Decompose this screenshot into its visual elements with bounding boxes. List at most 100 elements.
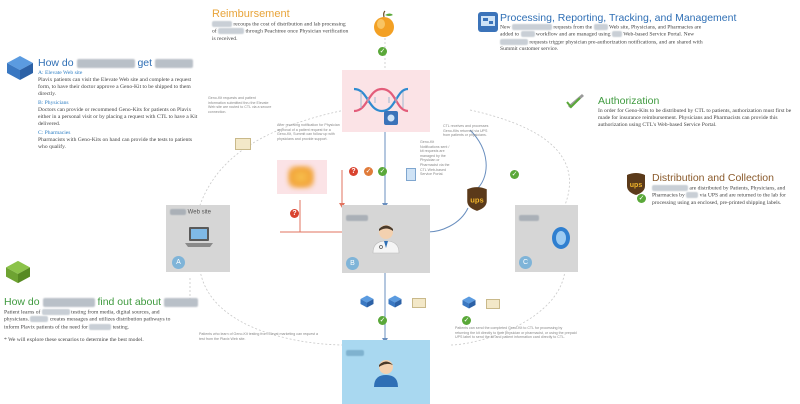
find-out-text-d: testing. bbox=[112, 323, 130, 330]
info-card-icon bbox=[412, 298, 426, 308]
authorization-text: In order for Geno-Kits to be distributed… bbox=[598, 108, 792, 128]
processing-text: New requests from the Web site, Physicia… bbox=[500, 24, 710, 53]
check-icon: ✓ bbox=[637, 194, 646, 203]
distribution-text: are distributed by Patients, Physicians,… bbox=[652, 185, 797, 207]
pen-check-icon bbox=[566, 94, 584, 109]
kit-cube-icon bbox=[462, 296, 476, 309]
footnote: * We will explore these scenarios to det… bbox=[4, 337, 144, 343]
processing-line: workflow and are managed bbox=[535, 31, 597, 38]
check-icon: ✓ bbox=[378, 167, 387, 176]
processing-line: using bbox=[598, 31, 611, 38]
processing-line: requests bbox=[529, 38, 548, 45]
redacted-text bbox=[42, 297, 95, 307]
cube-icon bbox=[7, 56, 33, 80]
check-icon: ✓ bbox=[378, 47, 387, 56]
question-icon: ? bbox=[290, 209, 299, 218]
redacted-text bbox=[346, 344, 364, 362]
how-get-title-a: How do bbox=[38, 57, 74, 69]
processing-line: requests from the bbox=[553, 24, 593, 31]
redacted-text bbox=[41, 309, 70, 315]
kit-cube-icon bbox=[388, 295, 402, 308]
redacted-text bbox=[500, 38, 528, 45]
redacted-text bbox=[511, 24, 552, 30]
note-patients-send: Patients can send the completed Geno-Kit… bbox=[455, 326, 577, 340]
note-website-routing: Geno-Kit requests and patient informatio… bbox=[208, 96, 272, 114]
redacted-text bbox=[170, 209, 186, 215]
blurred-image bbox=[288, 166, 314, 188]
option-c-text: Pharmacists with Geno-Kits on hand can p… bbox=[38, 137, 193, 150]
redacted-text bbox=[346, 350, 364, 357]
redacted-text bbox=[164, 297, 199, 307]
dna-icon bbox=[353, 87, 409, 113]
question-icon: ? bbox=[349, 167, 358, 176]
note-patients-learn: Patients who learn of Geno-Kit testing f… bbox=[199, 332, 319, 341]
check-icon: ✓ bbox=[462, 316, 471, 325]
reimbursement-text-a: recoups the cost of distribution and lab… bbox=[212, 21, 346, 35]
cube-icon bbox=[6, 260, 30, 284]
authorization-title: Authorization bbox=[598, 95, 660, 107]
option-a-text: Plavix patients can visit the Elevate We… bbox=[38, 77, 192, 97]
redacted-text bbox=[519, 215, 539, 222]
redacted-text bbox=[652, 185, 688, 191]
reimbursement-title: Reimbursement bbox=[212, 8, 290, 20]
pharmacy-icon bbox=[552, 227, 570, 249]
how-get-body: A: Elevate Web site Plavix patients can … bbox=[38, 70, 198, 151]
find-out-text: Patient learns of testing from media, di… bbox=[4, 309, 184, 331]
find-out-text-b: testing from media, digital sources, and… bbox=[4, 309, 160, 323]
option-a-title: A: Elevate Web site bbox=[38, 70, 83, 76]
processing-line: New bbox=[500, 24, 511, 31]
svg-text:ups: ups bbox=[630, 182, 643, 189]
reimbursement-text-b: through Peachtree once Physician verific… bbox=[212, 28, 349, 42]
redacted-text bbox=[76, 58, 135, 68]
info-card-icon bbox=[486, 299, 500, 309]
redacted-text bbox=[686, 192, 699, 199]
doctor-icon bbox=[372, 225, 400, 254]
portal-icon bbox=[384, 111, 398, 125]
redacted-text bbox=[519, 209, 539, 227]
distribution-title: Distribution and Collection bbox=[652, 172, 774, 184]
find-out-text-c: creates messages and utilizes distributi… bbox=[4, 316, 171, 330]
find-out-title-b: find out about bbox=[97, 296, 162, 308]
ups-logo-icon: ups bbox=[627, 173, 645, 195]
check-icon: ✓ bbox=[510, 170, 519, 179]
option-b-text: Doctors can provide or recommend Geno-Ki… bbox=[38, 107, 198, 127]
patient-icon bbox=[374, 360, 398, 387]
redacted-text bbox=[30, 316, 49, 323]
redacted-text bbox=[346, 209, 368, 227]
box-b-label: B bbox=[346, 257, 359, 270]
laptop-icon bbox=[185, 227, 213, 247]
how-get-title: How do get bbox=[38, 57, 193, 69]
note-ctl-receives: CTL receives and processes Geno-Kits ret… bbox=[443, 124, 489, 138]
reimbursement-text: recoups the cost of distribution and lab… bbox=[212, 21, 350, 43]
processing-line: trigger physician pre-authorization noti… bbox=[549, 38, 676, 45]
note-summit-followup: After receiving notification for Physici… bbox=[277, 123, 340, 141]
ups-shield-icon: ups bbox=[467, 187, 487, 211]
redacted-text bbox=[593, 24, 608, 30]
redacted-text bbox=[346, 215, 368, 222]
processing-title: Processing, Reporting, Tracking, and Man… bbox=[500, 12, 737, 24]
check-icon: ✓ bbox=[378, 316, 387, 325]
portal-icon bbox=[478, 12, 498, 32]
redacted-text bbox=[611, 31, 622, 38]
redacted-text bbox=[89, 323, 112, 330]
box-c-label: C bbox=[519, 256, 532, 269]
box-a-title-text: Web site bbox=[187, 209, 211, 216]
redacted-text bbox=[218, 28, 245, 35]
find-out-title: How do find out about bbox=[4, 296, 199, 308]
doc-icon bbox=[406, 168, 416, 181]
info-card-icon bbox=[235, 138, 251, 150]
svg-text:ups: ups bbox=[470, 195, 483, 204]
peach-icon bbox=[374, 10, 394, 37]
option-c-title: C: Pharmacies bbox=[38, 130, 71, 136]
how-get-title-b: get bbox=[137, 57, 153, 69]
distribution-text-a: are distributed by Patients, Physicians,… bbox=[652, 185, 786, 199]
processing-line: shared with Summit customer service. bbox=[500, 38, 703, 52]
check-icon: ✓ bbox=[364, 167, 373, 176]
redacted-text bbox=[212, 21, 232, 27]
redacted-text bbox=[154, 58, 193, 68]
processing-line: Web site, Physicians, bbox=[608, 24, 657, 31]
option-b-title: B: Physicians bbox=[38, 100, 69, 106]
processing-line: Web-based Service Portal. New bbox=[623, 31, 695, 38]
find-out-title-a: How do bbox=[4, 296, 40, 308]
box-a-title: Web site bbox=[170, 209, 211, 216]
